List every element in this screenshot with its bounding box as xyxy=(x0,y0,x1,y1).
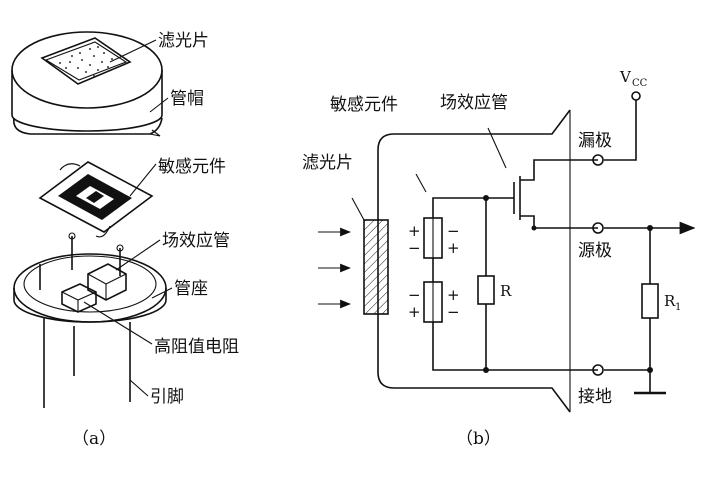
label-source: 源极 xyxy=(578,241,612,261)
ir-arrows xyxy=(318,227,352,309)
label-sensor-a: 敏感元件 xyxy=(158,157,226,177)
label-pins: 引脚 xyxy=(150,387,184,407)
label-r1: R 1 xyxy=(664,292,681,313)
label-base: 管座 xyxy=(174,279,208,299)
label-filter-a: 滤光片 xyxy=(158,31,209,51)
sign-top-cell-lower: + xyxy=(447,239,460,257)
sign-bottom-cell-upper: + xyxy=(447,286,460,304)
sign-bottom-cell-lower: − xyxy=(447,303,460,321)
caption-a: （a） xyxy=(72,429,116,449)
svg-text:1: 1 xyxy=(675,302,681,313)
leader-lines-a xyxy=(83,39,173,397)
circuit-wiring xyxy=(432,91,696,395)
housing-outline xyxy=(377,109,571,413)
sensing-element-drawing xyxy=(38,161,154,238)
sign-bottom-outer-upper: − xyxy=(408,286,421,304)
filter-element xyxy=(363,219,389,315)
label-cap: 管帽 xyxy=(170,89,204,109)
label-fet-a: 场效应管 xyxy=(162,231,230,251)
label-filter-b: 滤光片 xyxy=(302,153,353,173)
label-vcc: V CC xyxy=(619,68,648,89)
sign-bottom-outer-lower: + xyxy=(408,303,421,321)
circuit-schematic: − + + − + − − + xyxy=(302,68,696,449)
cap-drawing xyxy=(11,31,163,137)
label-r: R xyxy=(500,282,512,300)
caption-b: （b） xyxy=(456,429,501,449)
base-drawing xyxy=(13,232,167,408)
exploded-sensor-drawing: 滤光片 管帽 敏感元件 场效应管 管座 高阻值电阻 引脚 （a） xyxy=(11,31,239,449)
sign-top-cell-upper: − xyxy=(447,222,460,240)
sign-top-outer-lower: − xyxy=(408,239,421,257)
svg-text:CC: CC xyxy=(632,78,648,89)
svg-text:V: V xyxy=(619,68,632,86)
terminal-ground xyxy=(592,364,604,376)
label-drain: 漏极 xyxy=(578,131,612,151)
svg-text:R: R xyxy=(664,292,676,310)
sign-top-outer-upper: + xyxy=(408,222,421,240)
label-ground: 接地 xyxy=(578,387,612,407)
filter-window xyxy=(40,37,132,85)
label-sensor-b: 敏感元件 xyxy=(330,95,398,115)
label-fet-b: 场效应管 xyxy=(440,93,508,113)
terminal-source xyxy=(592,222,604,234)
label-resistor: 高阻值电阻 xyxy=(154,337,239,357)
terminal-drain xyxy=(592,154,604,166)
